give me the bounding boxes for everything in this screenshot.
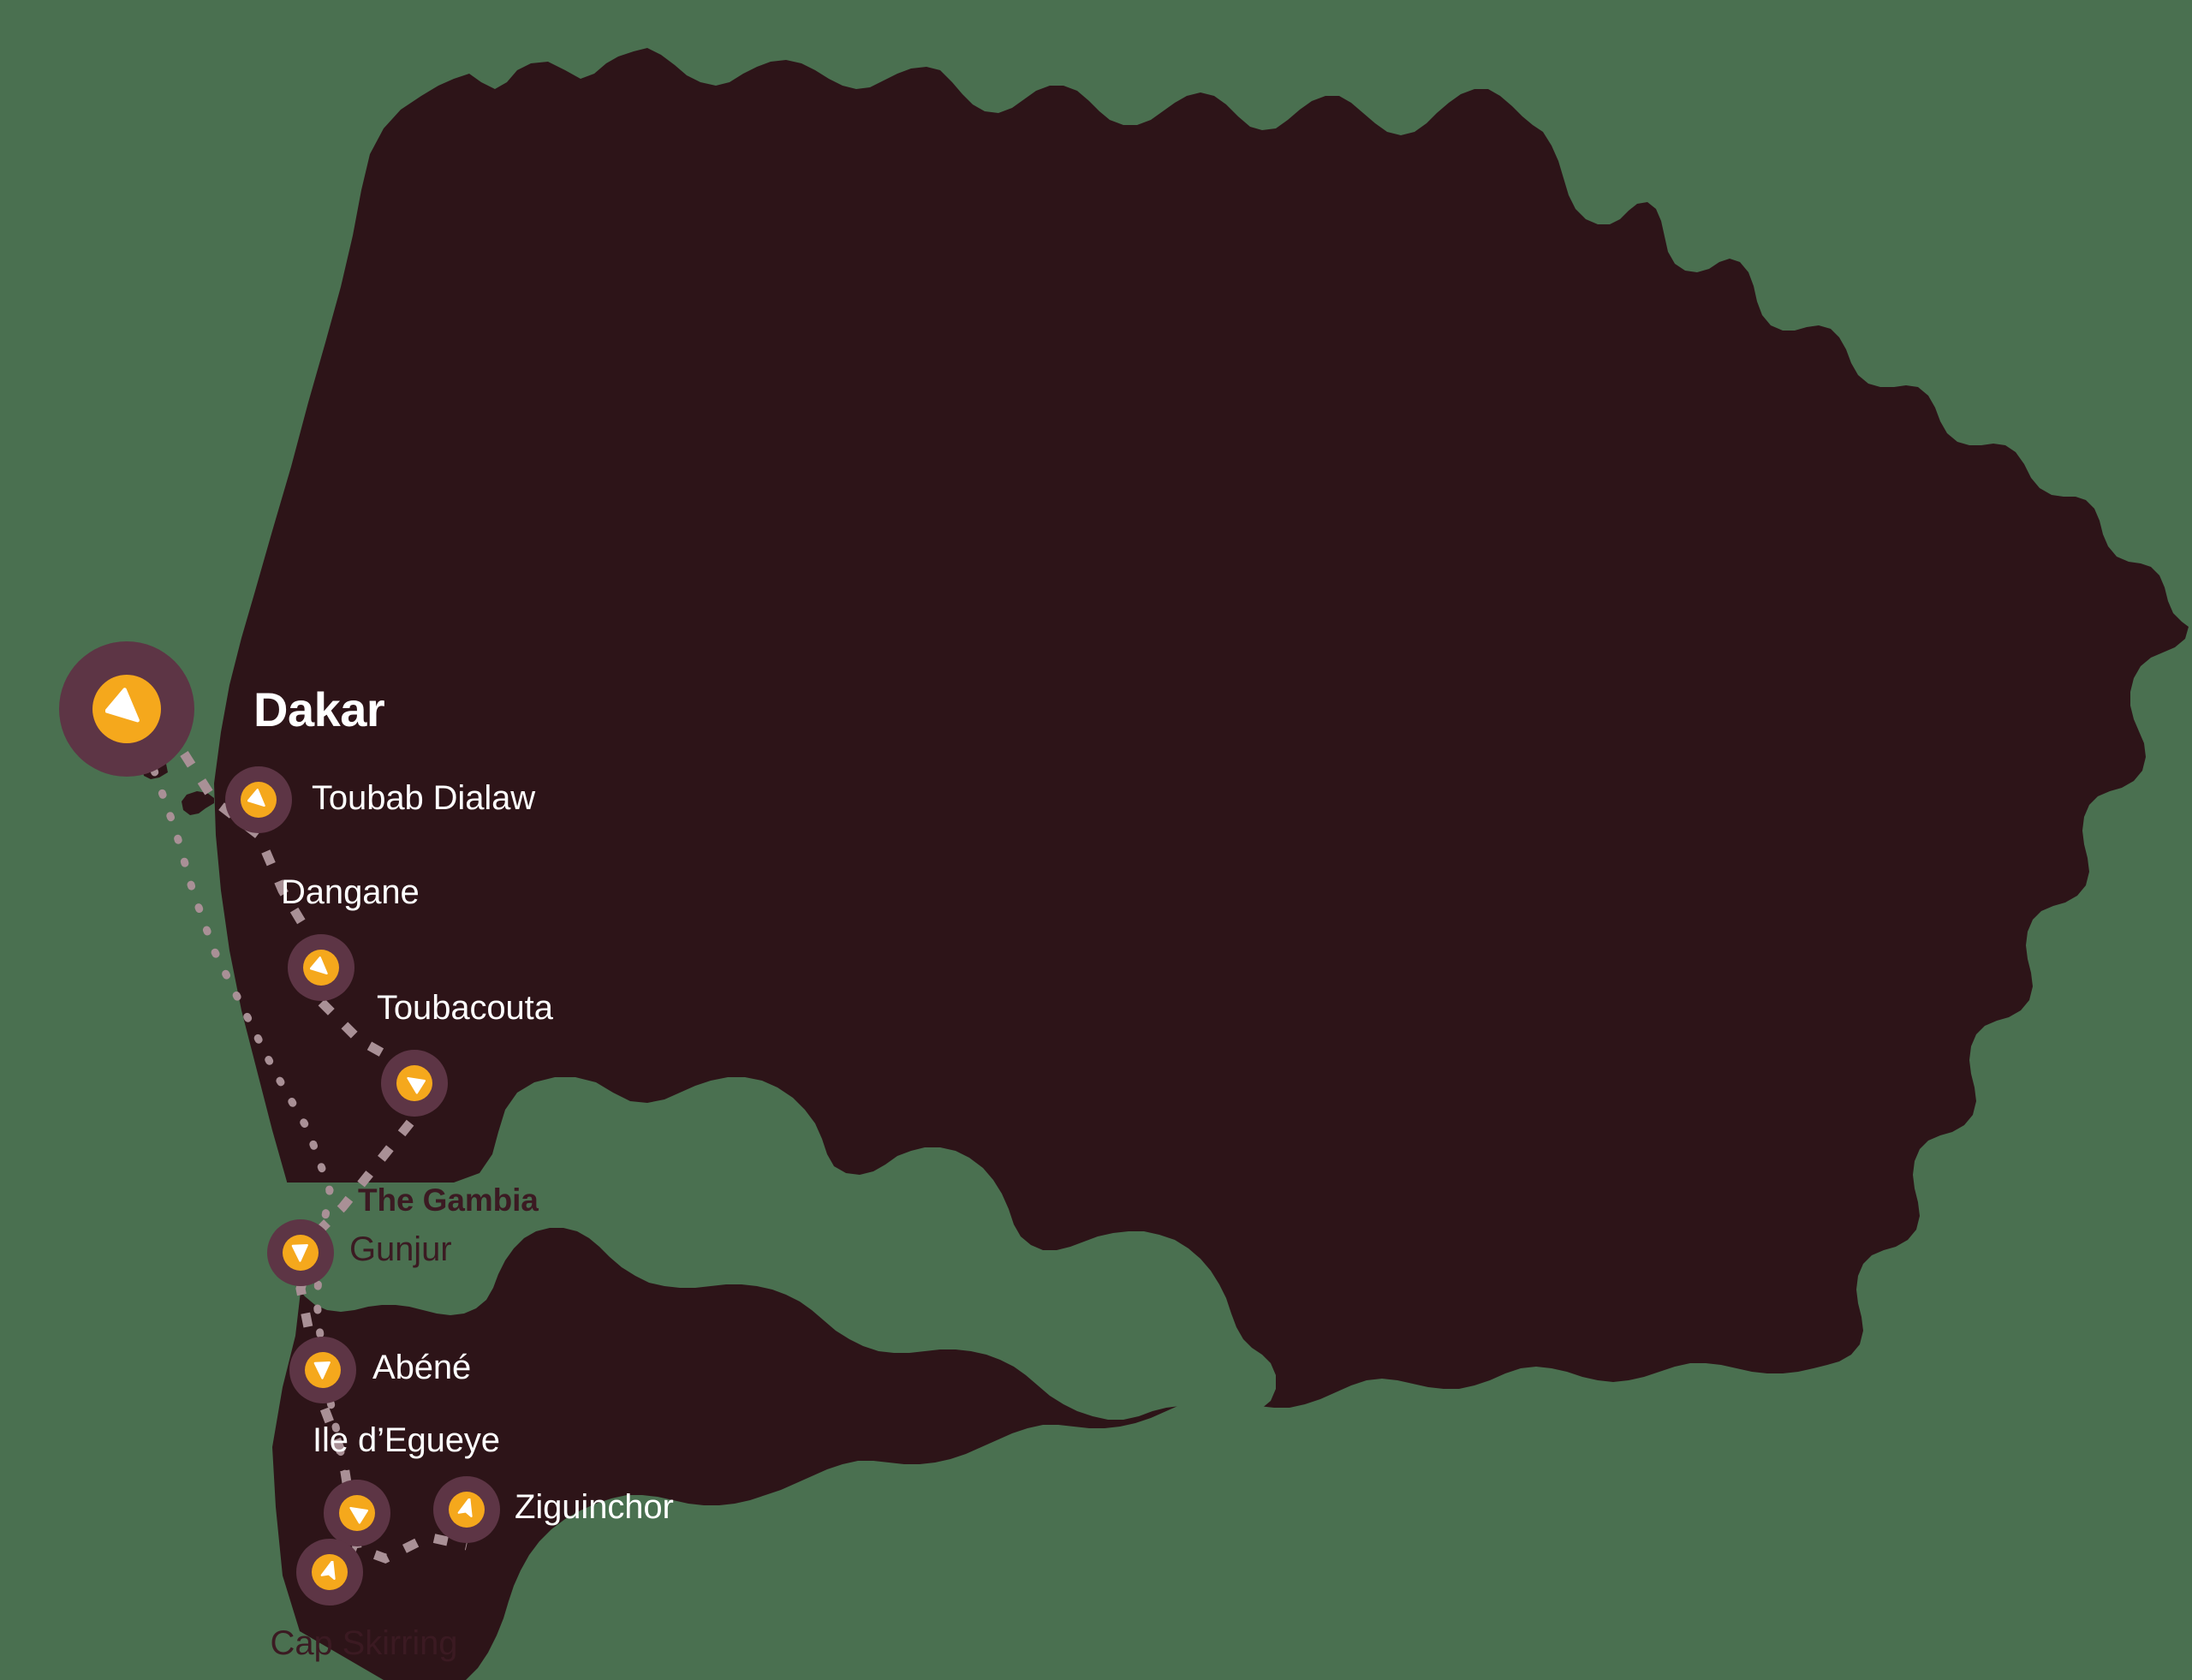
map-marker-toubab-dialaw[interactable] bbox=[225, 766, 292, 833]
the-gambia-enclave bbox=[253, 1077, 1276, 1420]
map-label-dangane: Dangane bbox=[281, 873, 420, 911]
coastal-route bbox=[150, 766, 355, 1563]
arrow-right-icon bbox=[349, 1506, 368, 1524]
map-marker-abene[interactable] bbox=[289, 1337, 356, 1403]
marker-puck-dakar bbox=[92, 675, 161, 743]
map-label-toubab-dialaw: Toubab Dialaw bbox=[312, 779, 536, 817]
map-marker-ziguinchor[interactable] bbox=[433, 1476, 500, 1543]
paper-plane-icon bbox=[457, 1498, 473, 1517]
marker-puck-ile-degueye bbox=[339, 1495, 375, 1531]
map-label-gunjur: Gunjur bbox=[349, 1230, 452, 1268]
paper-plane-icon bbox=[320, 1561, 336, 1580]
arrow-left-icon bbox=[247, 789, 265, 807]
map-label-dakar: Dakar bbox=[253, 682, 385, 736]
arrow-down-icon bbox=[291, 1243, 308, 1262]
map-label-toubacouta: Toubacouta bbox=[377, 989, 553, 1027]
marker-puck-abene bbox=[305, 1352, 341, 1388]
arrow-right-icon bbox=[407, 1076, 426, 1094]
arrow-left-icon bbox=[310, 956, 328, 975]
map-marker-dakar[interactable] bbox=[59, 641, 194, 777]
marker-puck-toubab-dialaw bbox=[241, 782, 277, 818]
the-gambia-enclave-group bbox=[253, 1077, 1276, 1420]
arrow-down-icon bbox=[313, 1361, 331, 1379]
country-label-the-gambia: The Gambia bbox=[358, 1183, 539, 1218]
arrow-left-icon bbox=[105, 688, 140, 723]
marker-puck-ziguinchor bbox=[449, 1492, 485, 1528]
map-label-ile-degueye: Ile d’Egueye bbox=[313, 1421, 500, 1459]
map-label-abene: Abéné bbox=[372, 1349, 472, 1386]
map-marker-dangane[interactable] bbox=[288, 934, 354, 1001]
routes-group bbox=[150, 751, 468, 1564]
map-marker-toubacouta[interactable] bbox=[381, 1050, 448, 1117]
map-label-ziguinchor: Ziguinchor bbox=[515, 1488, 674, 1526]
marker-puck-gunjur bbox=[283, 1235, 319, 1271]
map-marker-gunjur[interactable] bbox=[267, 1219, 334, 1286]
map-label-cap-skirring: Cap Skirring bbox=[270, 1624, 458, 1662]
marker-puck-toubacouta bbox=[396, 1065, 432, 1101]
goree-islet bbox=[182, 791, 214, 815]
marker-puck-cap-skirring bbox=[312, 1554, 348, 1590]
map-marker-ile-degueye[interactable] bbox=[324, 1480, 390, 1546]
map-marker-cap-skirring[interactable] bbox=[296, 1539, 363, 1606]
marker-puck-dangane bbox=[303, 950, 339, 986]
